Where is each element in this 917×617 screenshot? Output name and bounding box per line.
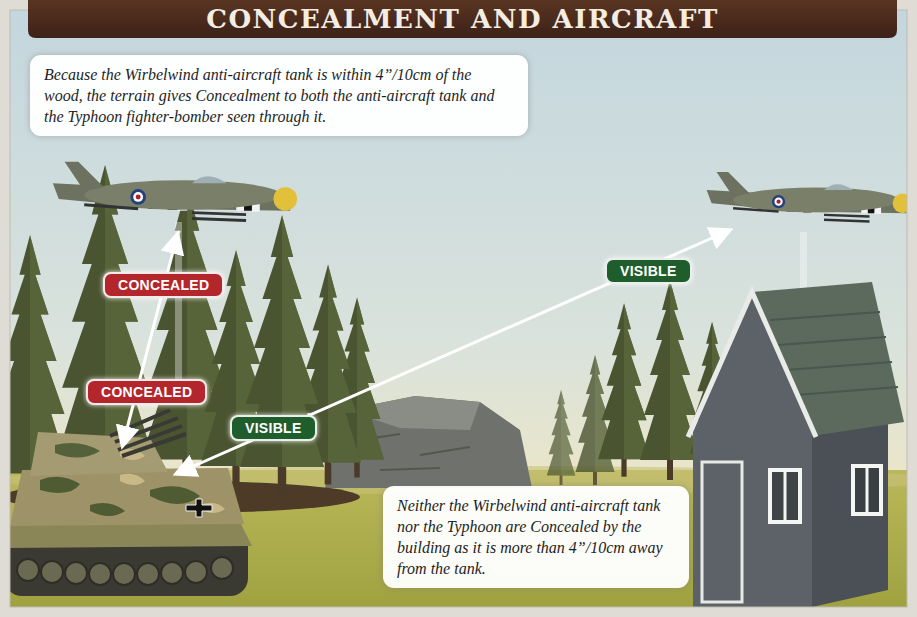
status-label: VISIBLE	[245, 417, 302, 439]
callout-text: Neither the Wirbelwind anti-aircraft tan…	[397, 495, 675, 579]
status-pill: VISIBLE	[230, 415, 317, 441]
callout-box: Neither the Wirbelwind anti-aircraft tan…	[383, 486, 689, 588]
status-pill: VISIBLE	[605, 258, 692, 284]
callout-text: Because the Wirbelwind anti-aircraft tan…	[44, 64, 514, 127]
title-banner-text: CONCEALMENT AND AIRCRAFT	[28, 0, 897, 38]
status-label: VISIBLE	[620, 260, 677, 282]
status-pill: CONCEALED	[86, 379, 207, 405]
status-label: CONCEALED	[101, 381, 192, 403]
status-pill: CONCEALED	[103, 272, 224, 298]
status-label: CONCEALED	[118, 274, 209, 296]
callout-box: Because the Wirbelwind anti-aircraft tan…	[30, 55, 528, 136]
